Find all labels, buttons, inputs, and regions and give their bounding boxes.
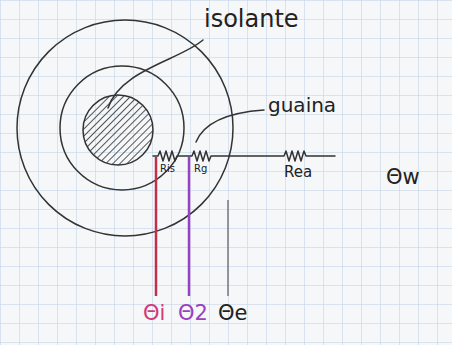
resistor-label: Rg	[194, 163, 207, 174]
temperature-label: Θw	[386, 166, 420, 189]
temperature-line	[227, 200, 229, 296]
part-label: isolante	[204, 6, 299, 32]
resistor-label: Rea	[284, 164, 312, 181]
part-label: guaina	[268, 94, 336, 116]
outer-circle	[17, 20, 233, 236]
resistor-label: Ris	[160, 163, 175, 174]
temperature-label: Θe	[218, 302, 247, 325]
temperature-line	[155, 157, 158, 296]
temperature-line	[188, 157, 191, 296]
middle-circle	[60, 66, 184, 190]
conductor	[83, 95, 153, 165]
leader-line	[108, 40, 203, 108]
resistor-chain	[153, 151, 335, 161]
temperature-label: Θi	[143, 302, 165, 325]
temperature-label: Θ2	[178, 302, 208, 325]
leader-line	[196, 110, 264, 142]
